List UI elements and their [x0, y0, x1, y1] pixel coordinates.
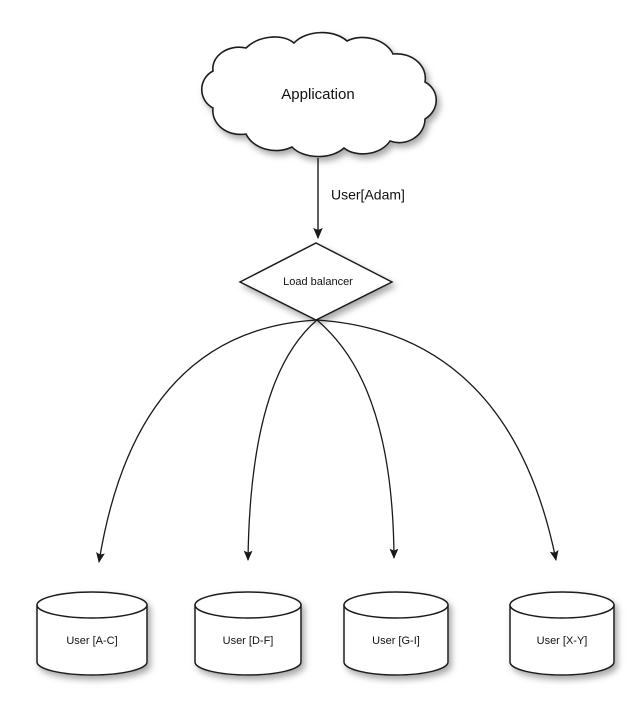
edge-label-user-adam: User[Adam] — [331, 187, 405, 203]
database-3-label: User [X-Y] — [537, 635, 588, 647]
database-0-label: User [A-C] — [66, 635, 117, 647]
edge-arrow-lb-db-2 — [316, 319, 399, 560]
edge-arrow-lb-db-1 — [243, 319, 318, 562]
node-load-balancer[interactable]: Load balancer — [238, 242, 394, 321]
edge-lb-to-db-2 — [316, 319, 399, 560]
node-database-3[interactable]: User [X-Y] — [509, 591, 615, 676]
application-label: Application — [281, 86, 354, 103]
edge-lb-to-db-1 — [243, 319, 318, 562]
node-database-2[interactable]: User [G-I] — [343, 591, 449, 676]
load-balancer-label: Load balancer — [283, 276, 353, 288]
edge-application-to-load-balancer: User[Adam] — [313, 158, 405, 240]
node-database-0[interactable]: User [A-C] — [36, 591, 148, 676]
node-application[interactable]: Application — [200, 31, 438, 158]
database-1-label: User [D-F] — [223, 635, 274, 647]
edge-arrow-lb-db-0 — [96, 319, 318, 564]
database-2-label: User [G-I] — [372, 635, 420, 647]
node-database-1[interactable]: User [D-F] — [194, 591, 302, 676]
edge-arrow-lb-db-3 — [316, 319, 559, 562]
edge-lb-to-db-0 — [96, 319, 318, 564]
edge-lb-to-db-3 — [316, 319, 559, 562]
